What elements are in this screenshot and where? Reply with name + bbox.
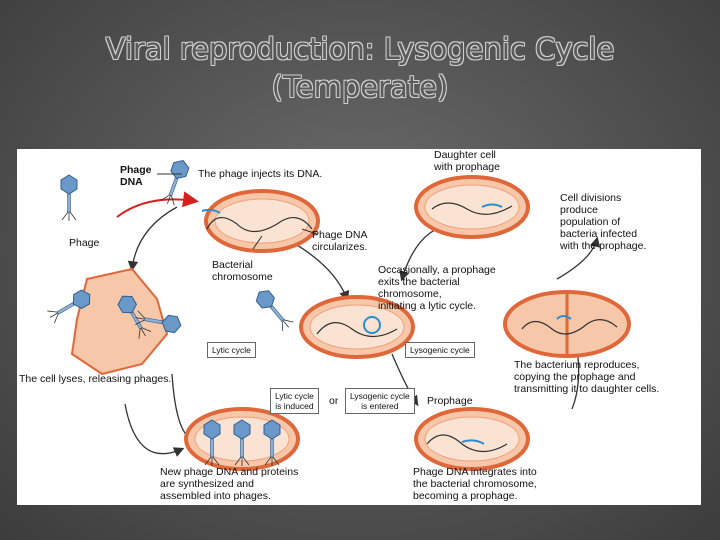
label-cell-divisions: Cell divisions produce population of bac… [560, 192, 647, 252]
label-occasionally: Occasionally, a prophage exits the bacte… [378, 264, 496, 312]
arrow-cell-division [556, 236, 601, 280]
slide-title-line-1: Viral reproduction: Lysogenic Cycle [105, 32, 615, 66]
label-prophage: Prophage [427, 395, 473, 407]
lysogenic-entered-box: Lysogenic cycle is entered [345, 388, 415, 414]
arrow-to-integrate [391, 353, 419, 407]
label-new-phage-dna: New phage DNA and proteins are synthesiz… [160, 466, 299, 502]
diagram-drawing [45, 157, 631, 471]
label-bacterial-chromosome: Bacterial chromosome [212, 259, 273, 283]
lytic-cycle-box: Lytic cycle [207, 342, 256, 358]
injection-arrow [116, 191, 199, 218]
label-or: or [329, 395, 339, 407]
label-daughter-cell: Daughter cell with prophage [434, 149, 500, 173]
lytic-induced-box: Lytic cycle is induced [270, 388, 319, 414]
lysogenic-cycle-diagram: Phage DNA Phage The phage injects its DN… [17, 149, 701, 505]
label-phage-dna: Phage DNA [120, 164, 152, 188]
arrow-lysis-return [124, 403, 185, 457]
lysed-cell [70, 267, 169, 376]
label-bacterium-reproduces: The bacterium reproduces, copying the pr… [514, 359, 660, 395]
label-dna-circularizes: Phage DNA circularizes. [312, 229, 368, 253]
cell-injection [204, 189, 320, 253]
slide-title-line-2: (Temperate) [271, 70, 449, 104]
label-cell-lyses: The cell lyses, releasing phages. [19, 373, 172, 385]
lysogenic-cycle-box: Lysogenic cycle [405, 342, 475, 358]
phage-icon [60, 174, 78, 222]
label-dna-integrates: Phage DNA integrates into the bacterial … [413, 466, 537, 502]
label-injects: The phage injects its DNA. [198, 168, 323, 180]
arrow-to-lysis [127, 206, 178, 272]
free-phage-icon [252, 286, 296, 333]
label-phage: Phage [69, 237, 100, 249]
